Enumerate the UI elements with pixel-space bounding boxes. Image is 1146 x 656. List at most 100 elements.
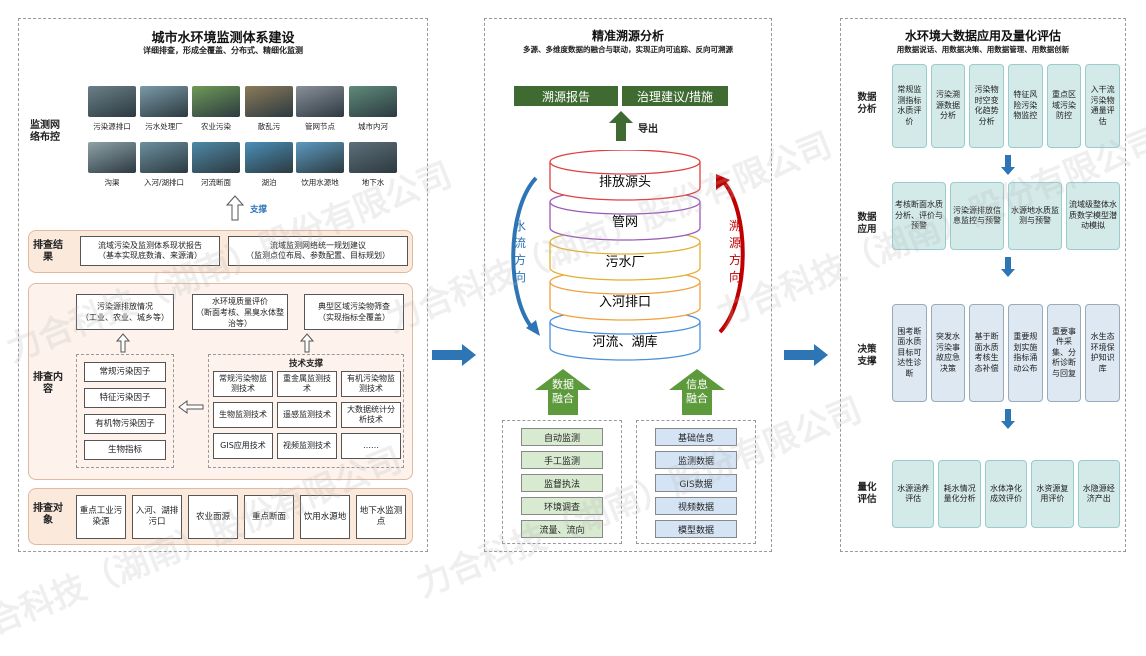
right-row-1-item-1: 常规监测指标水质评价 xyxy=(892,64,927,148)
output-advice: 治理建议/措施 xyxy=(622,86,728,106)
content-label: 排查内容 xyxy=(33,372,63,395)
right-row-3-item-2: 突发水污染事故应急决策 xyxy=(930,304,966,402)
left-subtitle: 详细排查，形成全覆盖、分布式、精细化监测 xyxy=(143,46,303,55)
data-source-2: 手工监测 xyxy=(521,451,603,469)
tech-title: 技术支撑 xyxy=(288,359,323,369)
right-row-3-item-3: 基于断面水质考核生态补偿 xyxy=(969,304,1004,402)
photo-caption-10: 湖泊 xyxy=(261,178,277,187)
data-source-1: 自动监测 xyxy=(521,428,603,446)
info-source-group xyxy=(636,420,756,544)
export-label: 导出 xyxy=(638,124,658,135)
object-2: 入河、湖排污口 xyxy=(132,495,182,539)
right-down-arrow-1 xyxy=(1001,155,1015,175)
right-row-1-item-3: 污染物时空变化趋势分析 xyxy=(969,64,1004,148)
layer-1: 排放源头 xyxy=(549,150,701,201)
right-row-3-item-4: 重要规划实施指标涌动公布 xyxy=(1008,304,1043,402)
info-source-4: 视频数据 xyxy=(655,497,737,515)
right-down-arrow-2 xyxy=(1001,257,1015,277)
tech-9: …… xyxy=(341,433,401,459)
info-source-3: GIS数据 xyxy=(655,474,737,492)
photo-11 xyxy=(296,142,344,173)
info-source-5: 模型数据 xyxy=(655,520,737,538)
photo-caption-11: 饮用水源地 xyxy=(301,178,339,187)
data-source-3: 监督执法 xyxy=(521,474,603,492)
photo-9 xyxy=(192,142,240,173)
object-3: 农业面源 xyxy=(188,495,238,539)
right-title: 水环境大数据应用及量化评估 xyxy=(904,29,1061,43)
object-label: 排查对象 xyxy=(33,503,63,526)
object-4: 重点断面 xyxy=(244,495,294,539)
object-1: 重点工业污染源 xyxy=(76,495,126,539)
left-title: 城市水环境监测体系建设 xyxy=(151,31,295,46)
middle-title: 精准溯源分析 xyxy=(591,29,664,43)
content-box-1: 污染源排放情况 （工业、农业、城乡等） xyxy=(76,294,174,330)
right-row-label-2: 数据应用 xyxy=(857,212,877,235)
photo-caption-2: 污水处理厂 xyxy=(145,122,183,131)
support-label: 支撑 xyxy=(250,205,268,215)
photo-caption-12: 地下水 xyxy=(361,178,385,187)
tech-3: 有机污染物监测技术 xyxy=(341,371,401,397)
layer-label-1: 排放源头 xyxy=(599,175,651,190)
photo-3 xyxy=(192,86,240,117)
photo-5 xyxy=(296,86,344,117)
trace-arrow xyxy=(716,174,745,334)
result-box-1: 流域污染及监测体系现状报告 （基本实现底数清、来源清） xyxy=(80,236,220,266)
info-source-2: 监测数据 xyxy=(655,451,737,469)
network-label: 监测网络布控 xyxy=(30,120,60,143)
data-source-group xyxy=(502,420,622,544)
right-row-4-item-2: 耗水情况量化分析 xyxy=(938,460,981,528)
photo-caption-3: 农业污染 xyxy=(201,122,231,131)
right-row-3-item-6: 水生态环境保护知识库 xyxy=(1085,304,1120,402)
water-flow-arrow xyxy=(511,176,540,336)
right-row-3-item-5: 重要事件采集、分析诊断与回复 xyxy=(1046,304,1082,402)
right-row-4-item-1: 水源涵养评估 xyxy=(892,460,935,528)
layer-label-4: 入河排口 xyxy=(599,295,651,310)
right-row-label-4: 量化评估 xyxy=(857,482,877,505)
right-row-4-item-3: 水体净化成效评价 xyxy=(984,460,1028,528)
factor-3: 有机物污染因子 xyxy=(84,414,166,434)
right-row-1-item-6: 入干流污染物通量评估 xyxy=(1085,64,1120,148)
right-row-4-item-4: 水资源复用评价 xyxy=(1031,460,1074,528)
photo-caption-8: 入河/湖排口 xyxy=(143,178,185,187)
right-row-label-3: 决策支撑 xyxy=(857,344,877,367)
water-flow-label: 水流方向 xyxy=(513,219,526,284)
photo-8 xyxy=(140,142,188,173)
content-box-2: 水环境质量评价 （断面考核、黑臭水体整治等） xyxy=(192,294,288,330)
result-label: 排查结果 xyxy=(33,240,63,263)
right-row-4-item-5: 水隐源经济产出 xyxy=(1077,460,1120,528)
right-row-2-item-1: 考核断面水质分析、评价与预警 xyxy=(892,182,946,250)
data-source-4: 环境调查 xyxy=(521,497,603,515)
middle-subtitle: 多源、多维度数据的融合与联动，实现正向可追踪、反向可溯源 xyxy=(523,45,733,54)
layer-label-2: 管网 xyxy=(612,215,638,230)
photo-caption-5: 管网节点 xyxy=(305,122,335,131)
factor-2: 特征污染因子 xyxy=(84,388,166,408)
right-row-2-item-3: 水源地水质监测与预警 xyxy=(1008,182,1062,250)
content-up-arrow-1 xyxy=(116,333,130,353)
info-source-1: 基础信息 xyxy=(655,428,737,446)
photo-caption-4: 散乱污 xyxy=(257,122,281,131)
right-row-label-1: 数据分析 xyxy=(857,92,877,115)
data-fusion-label: 数据融合 xyxy=(552,378,574,405)
right-row-3-item-1: 围考断面水质目标可达性诊断 xyxy=(892,304,927,402)
data-source-5: 流量、流向 xyxy=(521,520,603,538)
photo-caption-6: 城市内河 xyxy=(358,122,388,131)
photo-4 xyxy=(245,86,293,117)
object-6: 地下水监测点 xyxy=(356,495,406,539)
photo-caption-9: 河流断面 xyxy=(201,178,231,187)
right-subtitle: 用数据说话、用数据决策、用数据管理、用数据创新 xyxy=(896,45,1070,54)
layer-label-3: 污水厂 xyxy=(605,255,644,270)
right-row-2-item-4: 流域级整体水质数学模型潜动模拟 xyxy=(1066,182,1120,250)
tech-8: 视频监测技术 xyxy=(277,433,337,459)
output-report: 溯源报告 xyxy=(514,86,618,106)
flow-arrow-right xyxy=(784,344,828,366)
content-up-arrow-2 xyxy=(300,333,314,353)
photo-2 xyxy=(140,86,188,117)
tech-2: 重金属监测技术 xyxy=(277,371,337,397)
tech-5: 遥感监测技术 xyxy=(277,402,337,428)
right-row-1-item-2: 污染溯源数据分析 xyxy=(930,64,966,148)
tech-7: GIS应用技术 xyxy=(213,433,273,459)
photo-1 xyxy=(88,86,136,117)
info-fusion-arrow xyxy=(669,369,725,415)
tech-1: 常规污染物监测技术 xyxy=(213,371,273,397)
